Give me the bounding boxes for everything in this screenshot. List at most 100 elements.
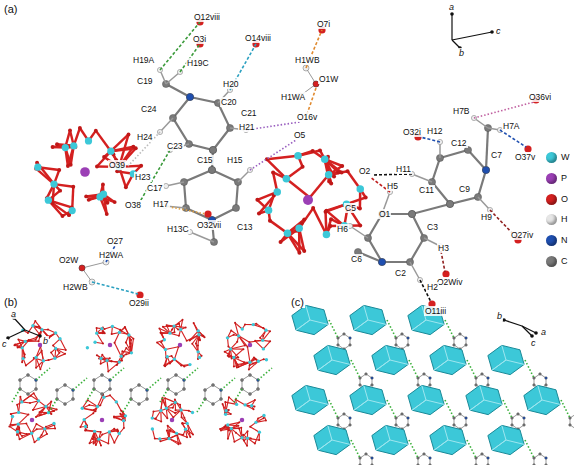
oxygen-atom bbox=[166, 324, 168, 326]
oxygen-atom bbox=[255, 358, 257, 360]
oxygen-atom bbox=[269, 330, 271, 332]
oxygen-atom bbox=[224, 401, 226, 403]
oxygen-atom bbox=[247, 430, 249, 432]
tungsten-atom bbox=[151, 416, 154, 419]
hydrogen-bond bbox=[445, 400, 454, 418]
oxygen-atom bbox=[64, 353, 66, 355]
c-h-bond bbox=[412, 174, 432, 182]
oxygen-atom bbox=[181, 416, 183, 418]
oxygen-atom bbox=[202, 335, 204, 337]
oxygen-atom bbox=[30, 395, 32, 397]
w-o-bond bbox=[226, 397, 229, 411]
tungsten-atom bbox=[17, 422, 20, 425]
atom bbox=[186, 93, 193, 100]
oxygen-atom bbox=[102, 155, 106, 159]
oxygen-atom bbox=[21, 435, 23, 437]
oxygen-atom bbox=[253, 408, 255, 410]
axis-head bbox=[490, 30, 494, 34]
atom bbox=[138, 384, 141, 387]
oxygen-atom bbox=[262, 327, 264, 329]
oxygen-atom bbox=[155, 417, 157, 419]
oxygen-atom bbox=[111, 333, 113, 335]
atom bbox=[365, 453, 368, 456]
oxygen-atom bbox=[177, 328, 179, 330]
oxygen-atom bbox=[132, 338, 134, 340]
bond bbox=[166, 84, 190, 97]
cluster-polyhedron bbox=[524, 385, 560, 414]
oxygen-atom bbox=[243, 439, 245, 441]
oxygen-atom bbox=[84, 430, 86, 432]
atom-label: C24 bbox=[140, 104, 158, 114]
atom bbox=[407, 424, 410, 427]
polyhedron-edge bbox=[412, 385, 444, 410]
oxygen-atom bbox=[18, 427, 20, 429]
oxygen-atom bbox=[237, 425, 239, 427]
tungsten-atom bbox=[24, 340, 27, 343]
tungsten-atom bbox=[172, 324, 175, 327]
oxygen-atom bbox=[244, 345, 246, 347]
atom bbox=[423, 453, 426, 456]
bond bbox=[360, 454, 372, 465]
oxygen-atom bbox=[38, 326, 40, 328]
oxygen-atom bbox=[248, 369, 250, 371]
w-o-bond bbox=[234, 349, 244, 357]
oxygen-atom bbox=[186, 340, 188, 342]
oxygen-atom bbox=[14, 343, 16, 345]
atom bbox=[101, 393, 104, 396]
atom bbox=[459, 333, 462, 336]
oxygen-atom bbox=[219, 428, 221, 430]
oxygen-atom bbox=[87, 198, 91, 202]
tungsten-atom bbox=[20, 400, 23, 403]
w-o-bond bbox=[165, 347, 178, 350]
atom bbox=[517, 413, 520, 416]
oxygen-atom bbox=[47, 329, 49, 331]
tungsten-atom bbox=[158, 437, 161, 440]
hydrogen-bond bbox=[86, 389, 94, 402]
oxygen-atom bbox=[185, 327, 187, 329]
legend-text: P bbox=[561, 173, 567, 184]
tungsten-atom bbox=[226, 423, 229, 426]
hydrogen-bond bbox=[221, 378, 235, 390]
oxygen-atom bbox=[124, 185, 128, 189]
atom bbox=[378, 258, 385, 265]
tungsten-atom bbox=[168, 331, 171, 334]
hydrogen-bond bbox=[36, 368, 50, 380]
atom bbox=[208, 166, 215, 173]
atom bbox=[487, 384, 490, 387]
atom bbox=[72, 398, 75, 401]
oxygen-atom bbox=[174, 331, 176, 333]
organic-molecule bbox=[204, 384, 223, 406]
atom-label: C3 bbox=[426, 222, 439, 232]
atom bbox=[523, 417, 526, 420]
oxygen-atom bbox=[35, 367, 37, 369]
oxygen-atom bbox=[19, 432, 21, 434]
atom-label: H7B bbox=[452, 106, 471, 116]
atom bbox=[446, 200, 453, 207]
tungsten-atom bbox=[21, 346, 24, 349]
cluster-polyhedron bbox=[314, 345, 350, 374]
atom-label: O11iii bbox=[424, 306, 447, 316]
oxygen-atom bbox=[54, 428, 56, 430]
atom bbox=[545, 384, 548, 387]
w-o-bond bbox=[22, 393, 34, 402]
atom-label: H1WA bbox=[280, 92, 306, 102]
tungsten-atom bbox=[151, 427, 154, 430]
atom bbox=[539, 453, 542, 456]
oxygen-atom bbox=[246, 445, 248, 447]
oxygen-atom bbox=[340, 171, 344, 175]
bond bbox=[454, 414, 466, 429]
tungsten-atom bbox=[179, 408, 182, 411]
oxygen-atom bbox=[204, 210, 211, 217]
oxygen-atom bbox=[114, 342, 116, 344]
atom bbox=[101, 374, 104, 377]
bond bbox=[168, 375, 184, 394]
oxygen-atom bbox=[33, 392, 35, 394]
polyhedron-edge bbox=[376, 345, 408, 370]
polyhedron-edge bbox=[354, 385, 386, 410]
oxygen-atom bbox=[25, 423, 27, 425]
w-o-bond bbox=[82, 408, 95, 411]
atom-label: H2 bbox=[426, 282, 439, 292]
w-o-bond bbox=[97, 333, 103, 343]
axis-label: c bbox=[495, 26, 502, 36]
cluster-polyhedron bbox=[466, 385, 502, 414]
